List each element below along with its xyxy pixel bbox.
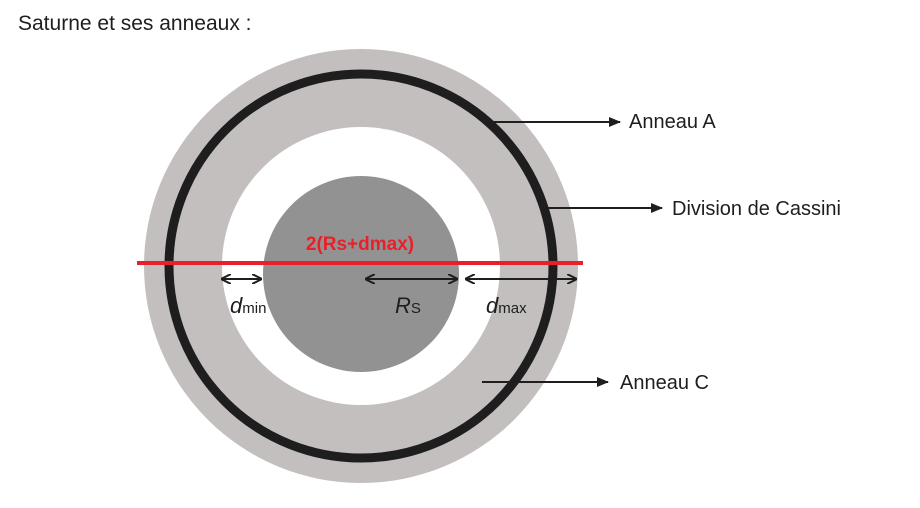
dmin-label: dmin [230,293,266,318]
ring-a-label: Anneau A [629,111,716,133]
dmax-label: dmax [486,293,527,318]
planet [263,176,459,372]
cassini-label: Division de Cassini [672,198,841,220]
diameter-label: 2(Rs+dmax) [306,234,414,255]
title: Saturne et ses anneaux : [18,12,252,35]
rs-label: RS [395,293,421,318]
ring-c-label: Anneau C [620,372,709,394]
cassini-division [164,69,558,463]
